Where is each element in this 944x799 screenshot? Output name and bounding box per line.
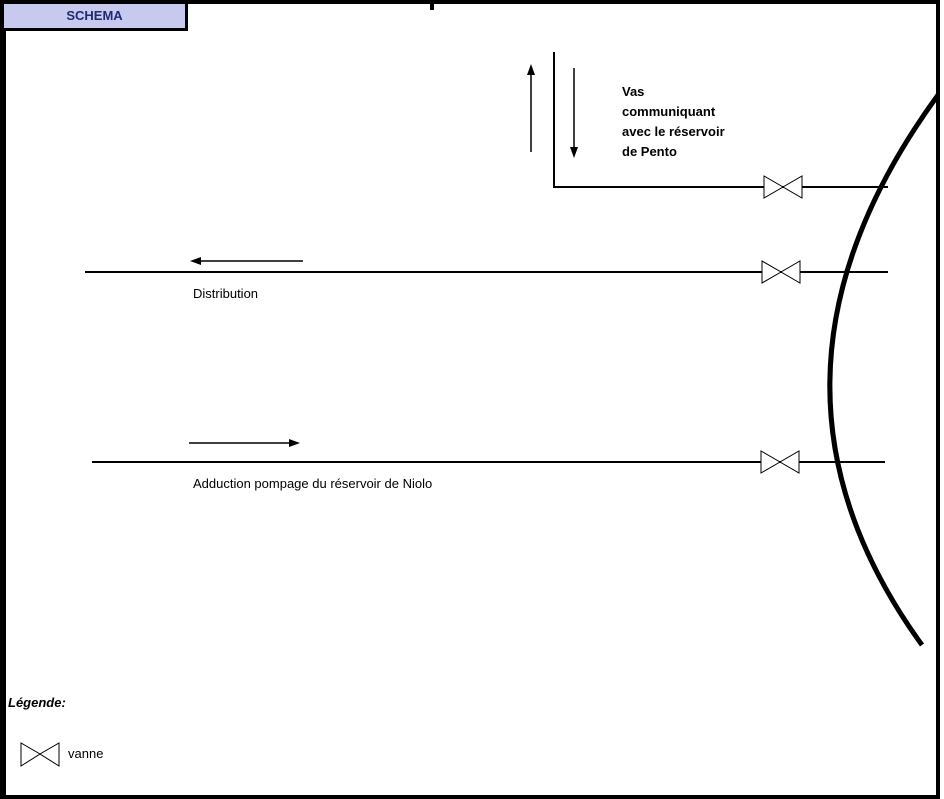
- distribution-valve-icon: [761, 260, 801, 284]
- legend-title: Légende:: [8, 695, 66, 710]
- distribution-arrow-head: [190, 257, 201, 265]
- frame-border-bottom: [0, 795, 940, 799]
- adduction-label: Adduction pompage du réservoir de Niolo: [193, 476, 433, 491]
- adduction-valve-icon: [760, 450, 800, 474]
- legend-valve-icon: [20, 742, 60, 767]
- pento-label-line4: de Pento: [622, 144, 677, 159]
- header-divider: [430, 0, 434, 10]
- pento-arrow-up-head: [527, 64, 535, 75]
- legend-valve-label: vanne: [68, 746, 104, 761]
- pento-label-line3: avec le réservoir: [622, 124, 725, 139]
- adduction-arrow-head: [289, 439, 300, 447]
- frame-border-right: [936, 0, 940, 799]
- schema-tab-label: SCHEMA: [66, 8, 123, 23]
- distribution-label: Distribution: [193, 286, 259, 301]
- pento-label-line1: Vas: [622, 84, 645, 99]
- pento-label-line2: communiquant: [622, 104, 716, 119]
- frame-border-left: [0, 0, 6, 799]
- schema-tab: SCHEMA: [4, 4, 188, 31]
- pento-arrow-down-head: [570, 147, 578, 158]
- pento-valve-icon: [763, 175, 803, 199]
- frame-border-top: [0, 0, 940, 4]
- reservoir-wall: [827, 93, 941, 647]
